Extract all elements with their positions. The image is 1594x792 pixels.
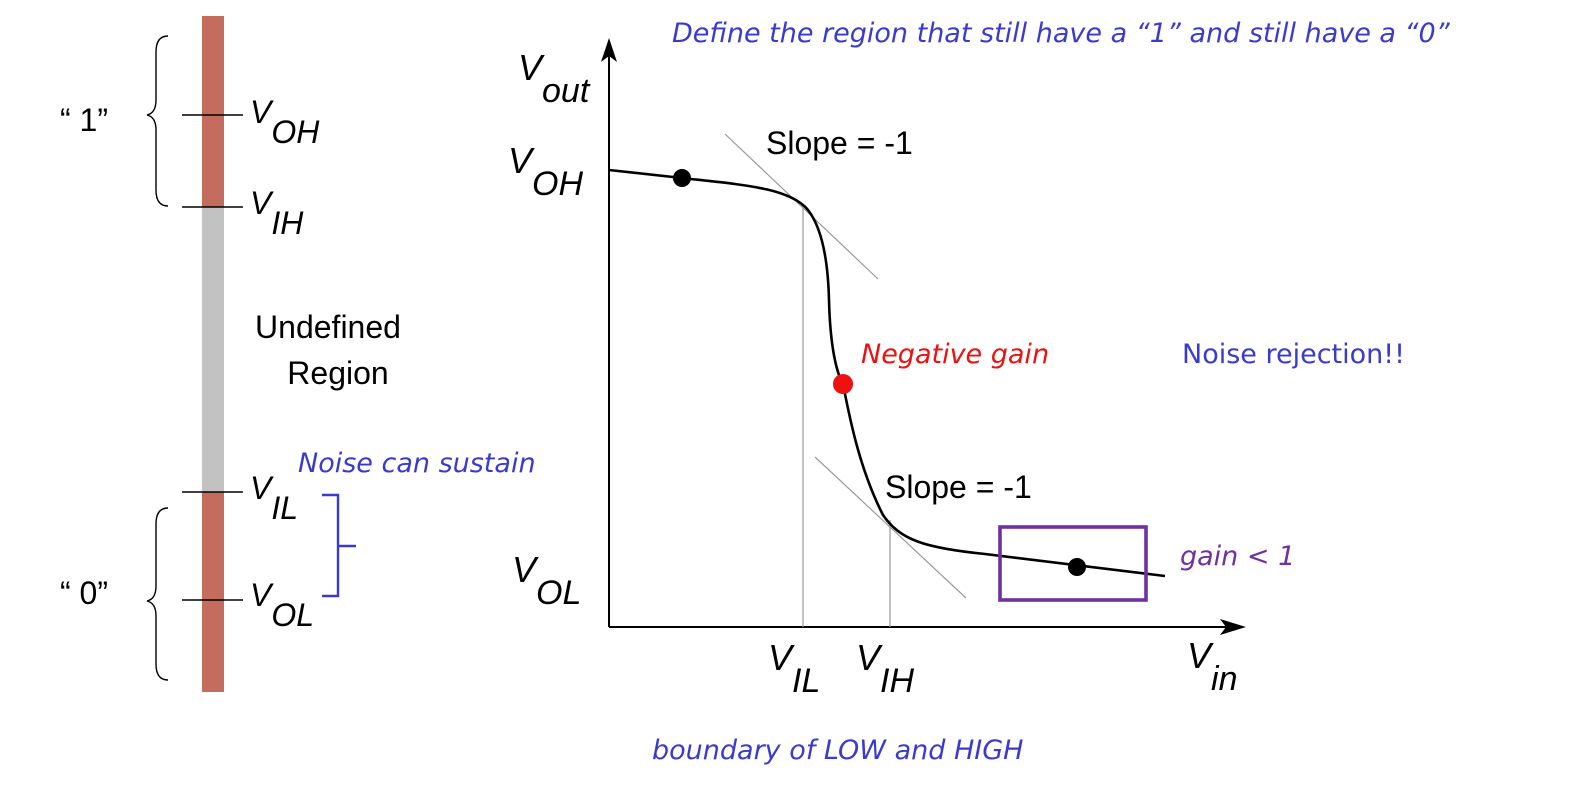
- logic-zero-band: [202, 492, 224, 692]
- arrow-up-icon: [601, 38, 617, 62]
- logic-zero-brace-icon: [146, 507, 169, 681]
- left-vol-label: VOL: [250, 577, 314, 633]
- logic-one-label: “ 1”: [60, 102, 108, 138]
- left-voh-label: VOH: [250, 94, 320, 150]
- low-output-point: [1068, 558, 1086, 576]
- left-vil-label: VIL: [250, 470, 298, 526]
- undefined-region-line2: Region: [287, 355, 388, 391]
- lower-tangent-line: [814, 456, 967, 599]
- upper-slope-label: Slope = -1: [766, 125, 913, 161]
- logic-one-band: [202, 16, 224, 207]
- graph-vil-label: VIL: [768, 637, 820, 700]
- vtc-curve: [608, 168, 1166, 578]
- graph-vih-label: VIH: [856, 637, 914, 700]
- logic-zero-label: “ 0”: [60, 575, 108, 611]
- voltage-level-scale: “ 1” “ 0” Undefined Region VOH VIH VIL V…: [60, 16, 536, 692]
- transfer-characteristic-graph: Vout Vin VOH VOL VIL VIH Slope = -1 Slop…: [508, 38, 1405, 700]
- negative-gain-label: Negative gain: [861, 339, 1049, 370]
- gain-less-than-one-box: [998, 525, 1148, 602]
- undefined-region-line1: Undefined: [255, 309, 401, 345]
- arrow-right-icon: [1220, 619, 1246, 635]
- top-definition-note: Define the region that still have a “1” …: [672, 18, 1451, 49]
- gain-less-than-one-label: gain < 1: [1180, 541, 1295, 572]
- noise-rejection-label: Noise rejection!!: [1182, 339, 1405, 370]
- graph-vol-label: VOL: [512, 549, 581, 612]
- noise-can-sustain-note: Noise can sustain: [298, 448, 536, 479]
- lower-slope-label: Slope = -1: [885, 469, 1032, 505]
- bottom-boundary-note: boundary of LOW and HIGH: [652, 735, 1023, 766]
- negative-gain-point: [833, 374, 853, 394]
- undefined-band: [202, 207, 224, 492]
- noise-margin-bracket-icon: [322, 493, 356, 598]
- vout-axis-label: Vout: [518, 47, 591, 110]
- left-vih-label: VIH: [250, 185, 304, 241]
- logic-one-brace-icon: [146, 35, 169, 207]
- graph-voh-label: VOH: [508, 140, 583, 203]
- upper-tangent-line: [724, 133, 879, 280]
- vin-axis-label: Vin: [1187, 635, 1237, 698]
- high-output-point: [673, 169, 691, 187]
